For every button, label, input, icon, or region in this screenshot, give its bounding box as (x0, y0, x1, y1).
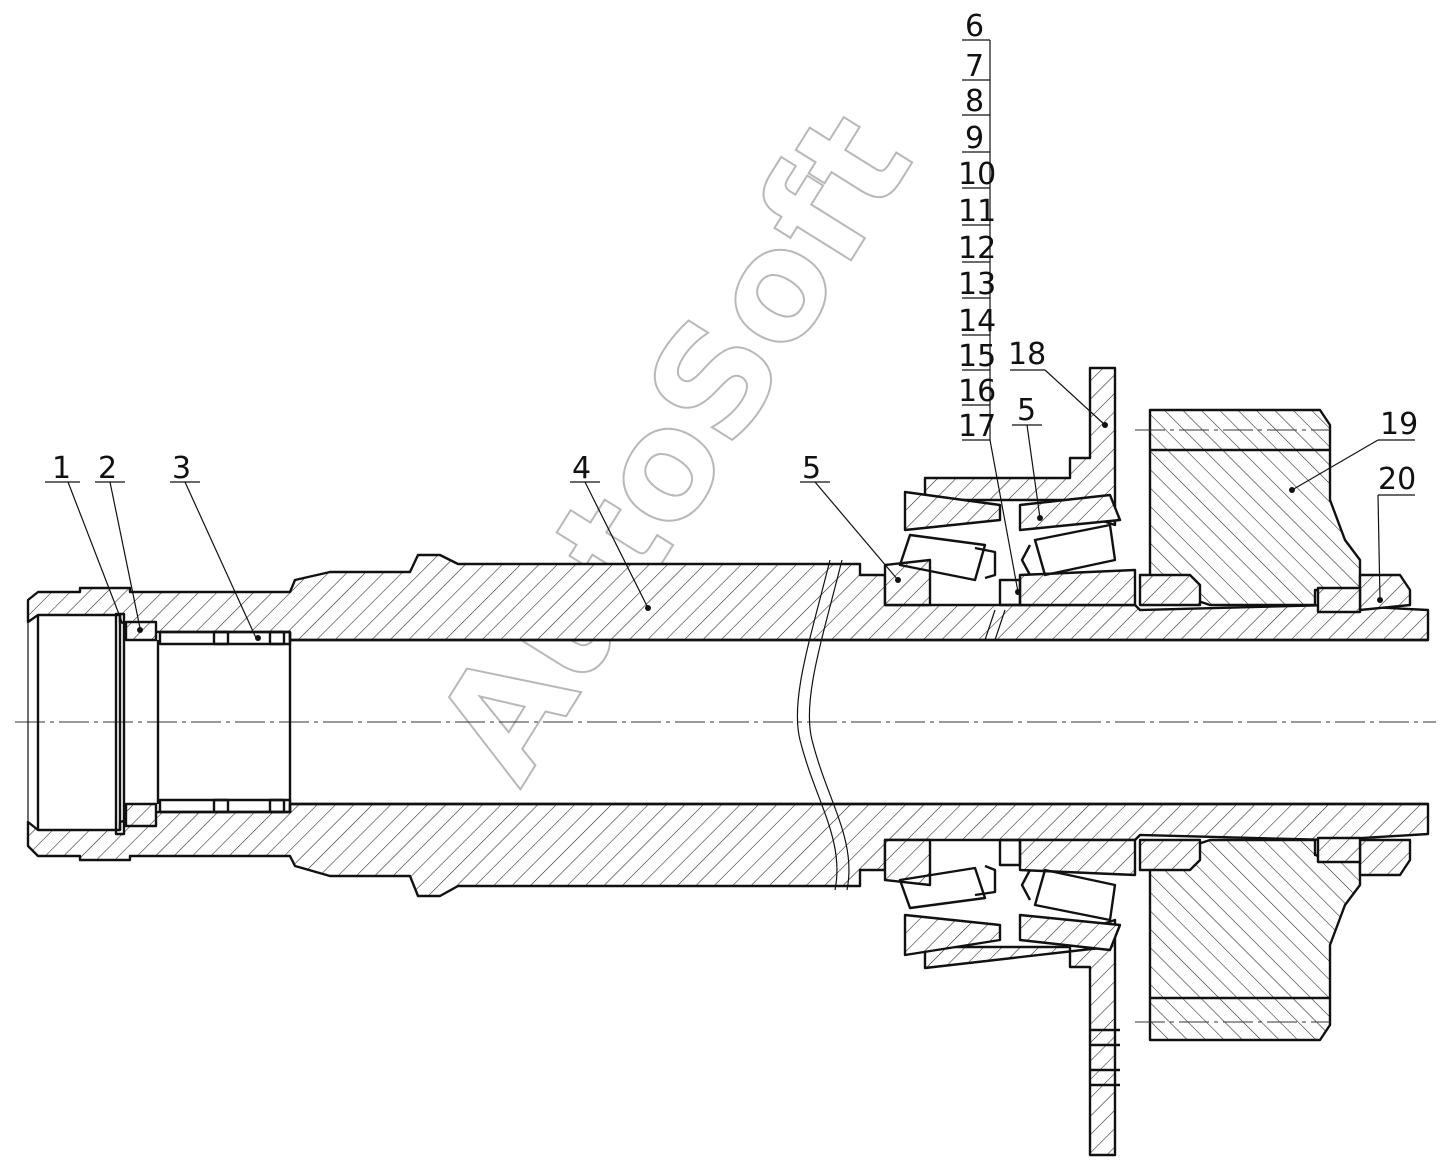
watermark: AutoSoft (403, 84, 946, 809)
callout-3: 3 (172, 451, 191, 486)
callout-2: 2 (98, 451, 117, 486)
callout-19: 19 (1380, 407, 1418, 442)
callout-5-right: 5 (1017, 393, 1036, 428)
callout-16: 16 (958, 374, 996, 409)
callout-12: 12 (958, 231, 996, 266)
callout-17: 17 (958, 409, 996, 444)
callout-18: 18 (1008, 337, 1046, 372)
part-3-needle-bearing (156, 630, 292, 814)
break-line (796, 559, 838, 891)
callout-10: 10 (958, 157, 996, 192)
part-20-nut-lower (1358, 838, 1412, 877)
callout-7: 7 (965, 49, 984, 84)
callout-20: 20 (1378, 462, 1416, 497)
callout-8: 8 (965, 84, 984, 119)
part-5-bearing-left-upper (883, 490, 1002, 607)
callout-4: 4 (572, 451, 591, 486)
leader-dots (137, 422, 1383, 641)
part-1-circlip (114, 612, 126, 836)
part-2-ring-bottom (124, 802, 158, 828)
part-20-nut-upper (1358, 573, 1412, 612)
bearing-housing-lower (923, 918, 1117, 1157)
part-5-bearing-right-lower (1018, 838, 1137, 952)
bearing-housing-upper (923, 366, 1117, 527)
leader-lines (45, 39, 1415, 639)
part-5-bearing-right-upper (1018, 493, 1137, 607)
callout-13: 13 (958, 267, 996, 302)
callout-15: 15 (958, 339, 996, 374)
callout-14: 14 (958, 304, 996, 339)
callout-11: 11 (958, 194, 996, 229)
callout-1: 1 (52, 451, 71, 486)
callout-5-left: 5 (802, 451, 821, 486)
callout-9: 9 (965, 121, 984, 156)
callout-6: 6 (965, 9, 984, 44)
part-5-bearing-left-lower (883, 838, 1002, 957)
